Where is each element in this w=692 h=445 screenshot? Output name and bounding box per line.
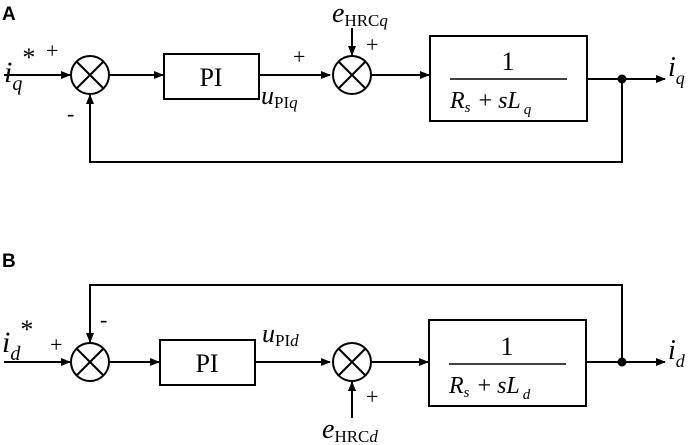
panel-b-feedback-path (86, 284, 623, 362)
panel-a-output-label: iq (668, 52, 685, 88)
panel-a-pi-output-sign: + (293, 44, 305, 69)
panel-b-input-label: id* (2, 315, 33, 365)
panel-b-takeoff-point (617, 357, 627, 367)
panel-a-summing-junction-1 (70, 55, 110, 95)
panel-b: B - id* + PI uPId (2, 251, 686, 445)
panel-b-disturbance-label: eHRCd (322, 414, 378, 445)
panel-a-pi-label: PI (199, 63, 222, 92)
panel-b-pi-block (159, 339, 256, 386)
panel-b-plant-numerator: 1 (501, 332, 514, 361)
panel-a-plant-numerator: 1 (502, 47, 515, 76)
panel-b-disturbance-sign: + (366, 384, 378, 409)
panel-b-label: B (2, 251, 16, 272)
panel-b-summing-junction-1 (70, 342, 110, 382)
panel-a-pi-block (163, 53, 260, 100)
panel-b-input-sign: + (50, 332, 62, 357)
panel-a-disturbance-sign: + (366, 32, 378, 57)
panel-a-label: A (2, 4, 16, 25)
panel-a-feedback-sign: - (67, 101, 74, 126)
panel-a: A iq* + - PI + uPIq (2, 0, 685, 163)
panel-b-feedback-sign: - (100, 307, 107, 332)
panel-a-disturbance-label: eHRCq (332, 0, 388, 30)
panel-a-pi-output-label: uPIq (261, 81, 298, 112)
panel-b-pi-label: PI (195, 349, 218, 378)
panel-b-pi-output-label: uPId (262, 319, 299, 350)
panel-b-output-label: id (668, 335, 686, 371)
panel-a-feedback-path (86, 79, 623, 163)
panel-a-input-label: iq* (4, 43, 35, 95)
panel-a-input-sign: + (46, 38, 58, 63)
panel-b-summing-junction-2 (332, 342, 372, 382)
panel-a-summing-junction-2 (332, 55, 372, 95)
